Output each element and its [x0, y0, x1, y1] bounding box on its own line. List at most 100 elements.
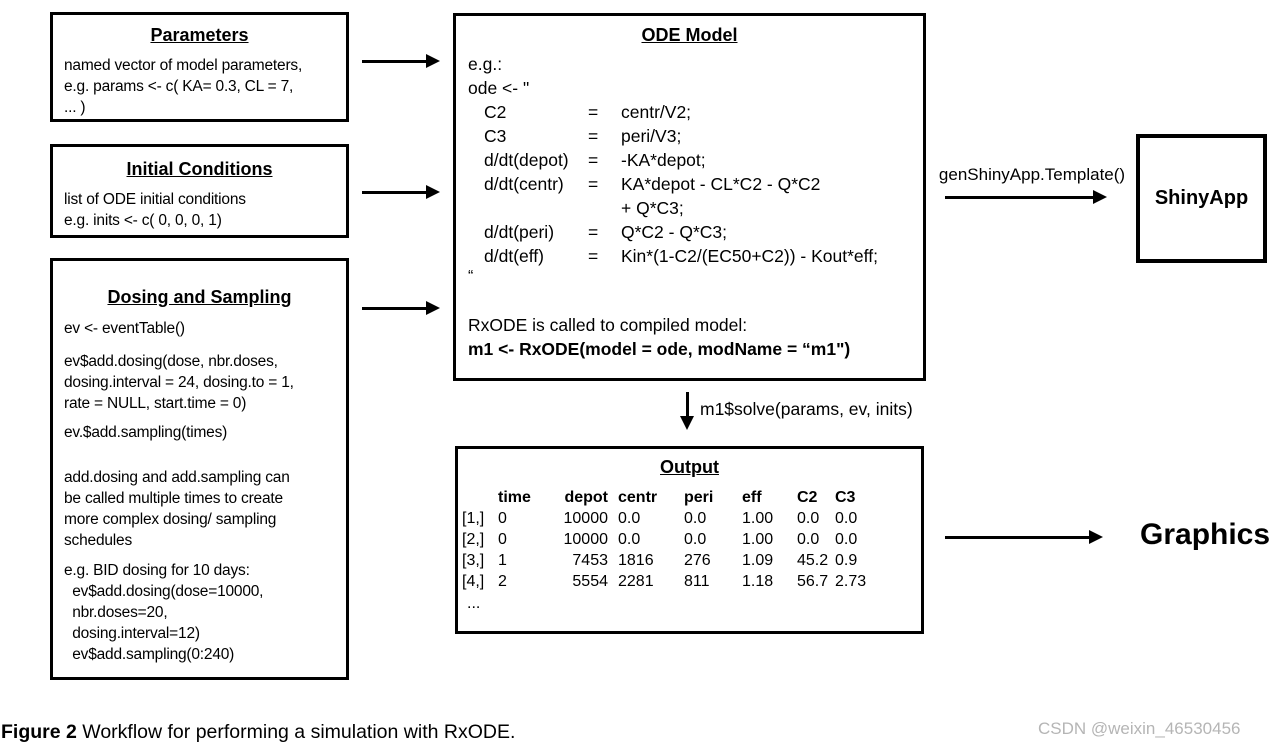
ode-intro-code: e.g.: ode <- "	[468, 54, 530, 98]
cell: 2.73	[835, 573, 867, 590]
equation-lhs: d/dt(depot)	[484, 150, 569, 170]
parameters-title: Parameters	[150, 25, 249, 45]
cell: 1	[498, 552, 507, 569]
output-title: Output	[660, 457, 719, 477]
equation-rhs: Kin*(1-C2/(EC50+C2)) - Kout*eff;	[621, 246, 878, 266]
output-header: centr	[618, 489, 658, 506]
equation-eq	[588, 196, 621, 220]
dosing-paragraph: add.dosing and add.sampling can be calle…	[64, 469, 290, 549]
equation-rhs: Q*C2 - Q*C3;	[621, 222, 727, 242]
equation-rhs: + Q*C3;	[621, 198, 684, 218]
cell: 45.2	[797, 552, 829, 569]
cell: 0.0	[618, 510, 641, 527]
figure-caption: Figure 2 Workflow for performing a simul…	[1, 721, 515, 744]
cell: 0.0	[684, 510, 707, 527]
gen-shinyapp-template-label: genShinyApp.Template()	[938, 165, 1126, 184]
equation-eq: =	[588, 174, 599, 194]
figure-caption-number: Figure 2	[1, 721, 77, 743]
output-header: peri	[684, 489, 714, 506]
ode-to-shinyapp-arrow	[945, 190, 1107, 204]
cell: 0	[498, 531, 507, 548]
graphics-label: Graphics	[1140, 518, 1271, 551]
output-header-corner	[462, 487, 498, 508]
equation-lhs: d/dt(centr)	[484, 174, 564, 194]
row-label: [3,]	[462, 552, 485, 569]
output-header: C2	[797, 489, 818, 506]
cell: 1.00	[742, 510, 774, 527]
cell: 0.0	[797, 510, 820, 527]
initial-conditions-to-ode-arrow	[362, 185, 440, 199]
cell: 1.09	[742, 552, 774, 569]
solve-call-label: m1$solve(params, ev, inits)	[700, 399, 913, 419]
equation-eq: =	[588, 222, 599, 242]
equation-eq: =	[588, 150, 599, 170]
output-to-graphics-arrow	[945, 530, 1103, 544]
ode-closing-quote: “	[468, 268, 474, 285]
ode-model-title: ODE Model	[641, 25, 738, 45]
initial-conditions-title: Initial Conditions	[126, 159, 273, 179]
output-ellipsis: ...	[467, 595, 481, 612]
watermark: CSDN @weixin_46530456	[1038, 719, 1241, 738]
dosing-paragraph: e.g. BID dosing for 10 days: ev$add.dosi…	[64, 562, 264, 663]
output-header: C3	[835, 489, 856, 506]
cell: 1.00	[742, 531, 774, 548]
dosing-sampling-title: Dosing and Sampling	[107, 287, 292, 307]
ode-to-output-arrow	[680, 392, 694, 430]
row-label: [2,]	[462, 531, 485, 548]
ode-model-box: ODE Model e.g.: ode <- " C2 = centr/V2; C3…	[453, 13, 926, 381]
cell: 10000	[563, 531, 609, 548]
parameters-to-ode-arrow	[362, 54, 440, 68]
row-label: [1,]	[462, 510, 485, 527]
row-label: [4,]	[462, 573, 485, 590]
dosing-paragraph: ev$add.dosing(dose, nbr.doses, dosing.in…	[64, 353, 294, 412]
cell: 10000	[563, 510, 609, 527]
equation-eq: =	[588, 102, 599, 122]
cell: 0.0	[835, 531, 858, 548]
initial-conditions-box: Initial Conditions list of ODE initial c…	[50, 144, 349, 238]
ode-compile-note: RxODE is called to compiled model:	[468, 315, 748, 335]
cell: 276	[684, 552, 711, 569]
cell: 2	[498, 573, 507, 590]
equation-lhs: d/dt(peri)	[484, 222, 555, 242]
dosing-to-ode-arrow	[362, 301, 440, 315]
shinyapp-label: ShinyApp	[1154, 187, 1249, 209]
shinyapp-box: ShinyApp	[1136, 134, 1267, 263]
ode-compile-code: m1 <- RxODE(model = ode, modName = “m1")	[468, 339, 851, 359]
cell: 1.18	[742, 573, 774, 590]
cell: 7453	[572, 552, 608, 569]
cell: 0.0	[797, 531, 820, 548]
parameters-body: named vector of model parameters, e.g. p…	[64, 57, 303, 116]
output-box: Output time depot centr peri eff C2 C3 […	[455, 446, 924, 634]
dosing-sampling-box: Dosing and Sampling ev <- eventTable() e…	[50, 258, 349, 680]
ode-equations: C2 = centr/V2; C3 = peri/V3; d/dt(depot) = -KA…	[484, 100, 911, 268]
cell: 0.0	[684, 531, 707, 548]
dosing-paragraph: ev <- eventTable()	[64, 320, 185, 337]
cell: 0.0	[618, 531, 641, 548]
equation-lhs	[484, 196, 588, 220]
parameters-box: Parameters named vector of model paramet…	[50, 12, 349, 122]
cell: 2281	[618, 573, 654, 590]
output-header: time	[498, 489, 531, 506]
cell: 56.7	[797, 573, 829, 590]
equation-rhs: -KA*depot;	[621, 150, 706, 170]
equation-eq: =	[588, 126, 599, 146]
output-table: time depot centr peri eff C2 C3 [1,] 0 1…	[458, 487, 921, 592]
equation-eq: =	[588, 246, 599, 266]
figure-caption-text: Workflow for performing a simulation wit…	[76, 721, 516, 743]
equation-rhs: centr/V2;	[621, 102, 692, 122]
output-header: eff	[742, 489, 762, 506]
cell: 0.9	[835, 552, 858, 569]
initial-conditions-body: list of ODE initial conditions e.g. init…	[64, 191, 246, 229]
cell: 811	[684, 573, 710, 590]
cell: 0	[498, 510, 507, 527]
output-header: depot	[564, 489, 608, 506]
equation-lhs: d/dt(eff)	[484, 246, 544, 266]
equation-rhs: peri/V3;	[621, 126, 682, 146]
dosing-paragraph: ev.$add.sampling(times)	[64, 424, 228, 441]
equation-rhs: KA*depot - CL*C2 - Q*C2	[621, 174, 821, 194]
equation-lhs: C2	[484, 102, 507, 122]
cell: 1816	[618, 552, 654, 569]
equation-lhs: C3	[484, 126, 507, 146]
cell: 5554	[572, 573, 608, 590]
